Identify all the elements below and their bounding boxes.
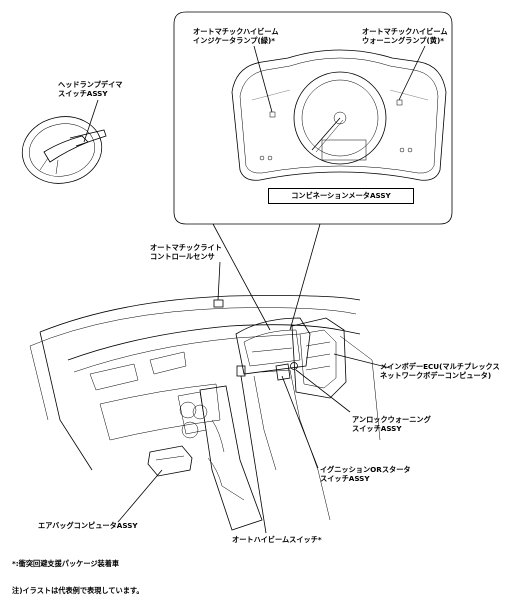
label-auto-light-sensor: オートマチックライト コントロールセンサ: [150, 243, 222, 261]
indicator-lamp-green: [269, 111, 276, 118]
leader-unlock-switch: [295, 369, 351, 413]
label-high-beam-warning: オートマチックハイビーム ウォーニングランプ(黄)*: [362, 27, 448, 45]
footnote-asterisk: *:衝突回避支援パッケージ装着車: [12, 559, 120, 568]
steering-wheel-drawing: [21, 99, 107, 184]
leader-light-sensor: [217, 261, 221, 301]
label-ignition-switch: イグニッションORスタータ スイッチASSY: [320, 465, 411, 483]
label-headlamp-dimmer: ヘッドランプデイマ スイッチASSY: [58, 80, 123, 98]
label-airbag-computer: エアバッグコンピュータASSY: [38, 521, 138, 530]
leader-lines: [117, 261, 391, 534]
leader-high-beam-switch: [240, 375, 267, 534]
label-auto-high-beam-switch: オートハイビームスイッチ*: [232, 535, 322, 544]
leader-body-ecu: [333, 353, 391, 369]
meter-detail-callout: [173, 11, 453, 331]
label-main-body-ecu: メインボデーECU(マルチプレックス ネットワークボデーコンピュータ): [380, 362, 500, 380]
label-high-beam-indicator: オートマチックハイビーム インジケータランプ(緑)*: [193, 27, 279, 45]
warning-lamp-yellow: [396, 99, 403, 106]
dashboard-drawing: [29, 295, 381, 531]
label-unlock-warning-switch: アンロックウォーニング スイッチASSY: [352, 415, 431, 433]
combination-meter-drawing: [231, 45, 447, 181]
footnote-note: 注)イラストは代表例で表現しています。: [12, 586, 144, 595]
leader-airbag-computer: [117, 469, 163, 523]
leader-ignition-switch: [281, 375, 319, 469]
label-combination-meter: コンビネーションメータASSY: [268, 188, 414, 204]
